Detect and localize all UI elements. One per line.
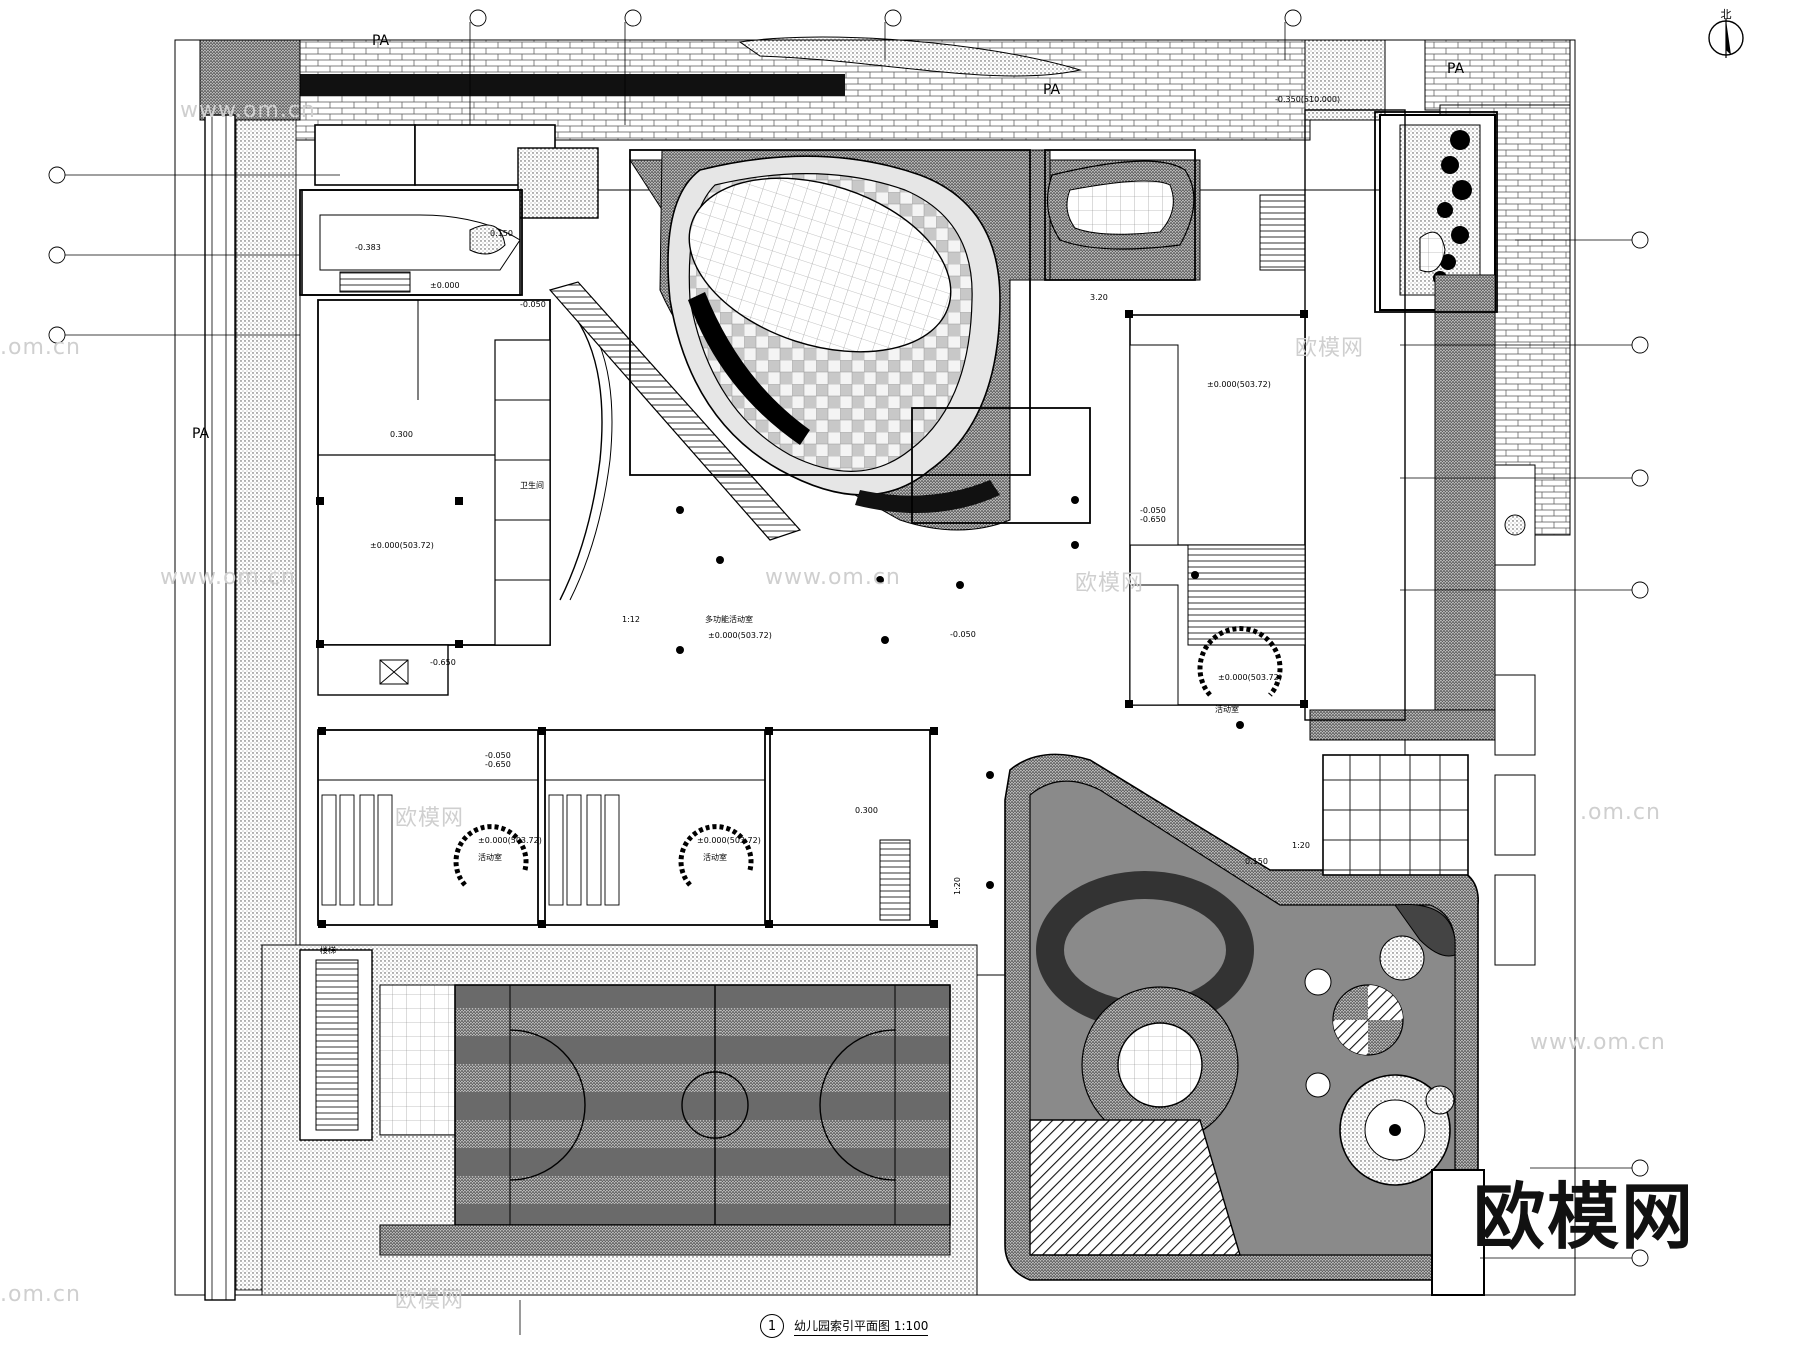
slope-label-3: 1:12 (622, 615, 640, 624)
level-step-3: -0.050 (1140, 506, 1166, 515)
room-classroom-a: 活动室 (478, 852, 502, 862)
room-classroom-b: 活动室 (703, 852, 727, 862)
level-garden-2: 0.150 (1245, 857, 1268, 866)
room-toilet: 卫生间 (520, 480, 544, 490)
level-right-class: ±0.000(503.72) (1218, 673, 1282, 682)
room-classroom-right: 活动室 (1215, 704, 1239, 714)
level-main-hall: ±0.000(503.72) (370, 541, 434, 550)
level-right-wing: ±0.000(503.72) (1207, 380, 1271, 389)
level-deck: ±0.000 (430, 281, 460, 290)
level-corridor-2: 0.300 (855, 806, 878, 815)
level-garden: 0.150 (490, 229, 513, 238)
level-corridor: 0.300 (390, 430, 413, 439)
drawing-number: 1 (760, 1314, 784, 1338)
level-activity: ±0.000(503.72) (708, 631, 772, 640)
room-stair: 楼梯 (320, 945, 336, 955)
dimension-label: 3.20 (1090, 293, 1108, 302)
level-class-b: ±0.000(503.72) (697, 836, 761, 845)
level-top-edge: -0.350(510.000) (1275, 95, 1340, 104)
room-activity-hall: 多功能活动室 (705, 614, 753, 624)
level-class-a: ±0.000(503.72) (478, 836, 542, 845)
level-sunken: -0.383 (355, 243, 381, 252)
level-lower-2: -0.650 (485, 760, 511, 769)
area-tag-right: PA (1447, 61, 1465, 77)
area-tag-top: PA (372, 33, 390, 49)
level-lower: -0.650 (430, 658, 456, 667)
level-step: -0.050 (520, 300, 546, 309)
level-lower-3: -0.650 (1140, 515, 1166, 524)
slope-label-2: 1:20 (953, 877, 962, 895)
level-step-2: -0.050 (950, 630, 976, 639)
brand-watermark: 欧模网 (1472, 1174, 1695, 1259)
level-step-4: -0.050 (485, 751, 511, 760)
slope-label-1: 1:20 (1292, 841, 1310, 850)
drawing-title: 1 幼儿园索引平面图 1:100 (760, 1313, 929, 1339)
area-tag-top-2: PA (1043, 82, 1061, 98)
north-label: 北 (1720, 8, 1732, 21)
drawing-title-text: 幼儿园索引平面图 1:100 (794, 1317, 929, 1336)
area-tag-left: PA (192, 426, 210, 442)
